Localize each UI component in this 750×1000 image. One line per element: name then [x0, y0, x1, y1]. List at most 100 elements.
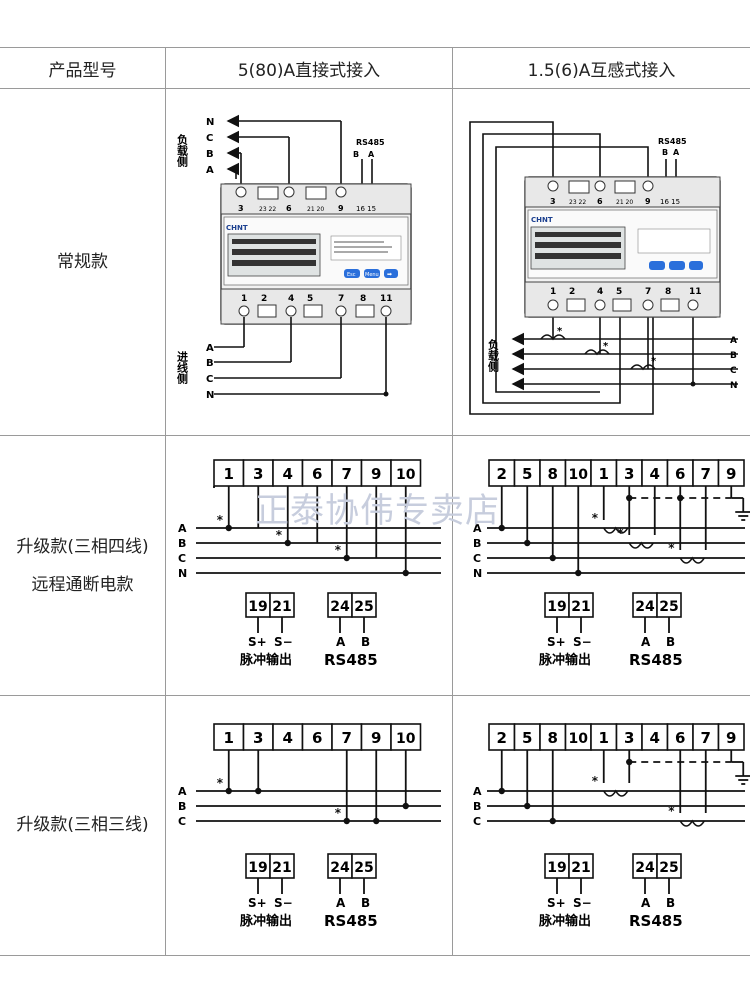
phase-n-in: N — [206, 390, 214, 401]
svg-text:5: 5 — [616, 287, 622, 297]
terminal-cell — [213, 459, 245, 487]
terminal-label: 9 — [371, 465, 381, 483]
rs485-terminal-label: 24 — [330, 599, 350, 615]
phase-b-in: B — [206, 358, 214, 369]
rs485-terminal-label: 24 — [635, 599, 655, 615]
rs485-a-label: A — [336, 635, 346, 649]
rs485-output-label: RS485 — [629, 912, 683, 930]
terminal-label: 8 — [548, 465, 558, 483]
rs485-output-label: RS485 — [324, 651, 378, 669]
meter-diagram-ct: * * * RS485 B A 3 23 22 6 21 20 9 16 15 … — [469, 121, 738, 415]
svg-text:A: A — [730, 336, 737, 346]
terminal-label: 7 — [701, 465, 711, 483]
pulse-s-plus: S+ — [547, 635, 566, 649]
terminal-label: 9 — [726, 729, 736, 747]
rs485-output-label: RS485 — [324, 912, 378, 930]
phase-label: A — [473, 522, 482, 535]
pulse-terminal-label: 19 — [248, 599, 267, 615]
phase-label: B — [178, 800, 186, 813]
phase-a-in: A — [206, 343, 214, 354]
phase-c-out: C — [206, 133, 213, 144]
pulse-s-minus: S− — [573, 896, 592, 910]
phase-label: N — [473, 567, 482, 580]
row3-bottom-border — [0, 955, 750, 956]
terminal-label: 7 — [342, 729, 352, 747]
svg-text:1: 1 — [550, 287, 556, 297]
phase-n-out: N — [206, 117, 214, 128]
terminal-cell — [539, 723, 567, 751]
svg-text:*: * — [592, 774, 599, 788]
phase-label: B — [473, 537, 481, 550]
pulse-terminal-label: 21 — [571, 860, 590, 876]
terminal-label: 1 — [224, 729, 234, 747]
rs485-a-label: A — [336, 896, 346, 910]
rs485-terminal — [327, 853, 353, 879]
pulse-terminal-label: 19 — [248, 860, 267, 876]
svg-text:*: * — [276, 528, 283, 542]
svg-text:*: * — [617, 526, 624, 540]
pulse-output-label: 脉冲输出 — [538, 913, 591, 929]
terminal-label: 2 — [497, 465, 507, 483]
esc-button-ct[interactable] — [649, 261, 665, 270]
terminal-label: 10 — [396, 731, 416, 747]
menu-button-ct[interactable] — [669, 261, 685, 270]
svg-text:Menu: Menu — [365, 272, 379, 278]
svg-text:21 20: 21 20 — [616, 199, 633, 206]
terminal-cell — [390, 459, 422, 487]
terminal-label: 3 — [253, 729, 263, 747]
svg-text:N: N — [730, 381, 738, 391]
svg-text:➡: ➡ — [387, 271, 392, 278]
svg-text:3: 3 — [550, 197, 556, 206]
terminal-cell — [513, 723, 541, 751]
terminal-label: 4 — [650, 465, 660, 483]
rs485-terminal-label: 24 — [635, 860, 655, 876]
phase-label: C — [178, 815, 186, 828]
terminal-label: 8 — [548, 729, 558, 747]
terminal-cell — [272, 723, 304, 751]
terminal-label: 7 — [342, 465, 352, 483]
terminal-cell — [331, 459, 363, 487]
bot-term-5: 5 — [307, 294, 313, 304]
brand-logo: CHNT — [226, 224, 248, 232]
top-term-23-22: 23 22 — [259, 206, 276, 213]
pulse-terminal-label: 19 — [547, 599, 566, 615]
phase-label: N — [178, 567, 187, 580]
pulse-terminal-label: 19 — [547, 860, 566, 876]
terminal-label: 6 — [312, 465, 322, 483]
terminal-label: 7 — [701, 729, 711, 747]
svg-text:B: B — [662, 148, 668, 157]
pulse-s-plus: S+ — [248, 635, 267, 649]
svg-text:4: 4 — [597, 287, 603, 297]
rs485-terminal-label: 25 — [659, 860, 678, 876]
terminal-label: 6 — [675, 729, 685, 747]
esc-button[interactable] — [344, 269, 360, 278]
svg-text:C: C — [730, 366, 737, 376]
terminal-cell — [488, 723, 516, 751]
svg-text:*: * — [592, 511, 599, 525]
pulse-terminal — [544, 592, 570, 618]
terminal-label: 10 — [569, 467, 589, 483]
pulse-terminal-label: 21 — [272, 860, 291, 876]
phase-label: A — [178, 785, 187, 798]
next-button[interactable] — [384, 269, 398, 278]
phase-label: C — [473, 552, 481, 565]
next-button-ct[interactable] — [689, 261, 703, 270]
rs485-label-top: RS485 — [356, 138, 385, 147]
phase-label: B — [473, 800, 481, 813]
phase-label: C — [473, 815, 481, 828]
col1-divider — [165, 47, 166, 956]
pulse-output-label: 脉冲输出 — [239, 913, 292, 929]
terminal-label: 1 — [224, 465, 234, 483]
terminal-label: 4 — [283, 465, 293, 483]
terminal-cell — [331, 723, 363, 751]
menu-button[interactable] — [364, 269, 380, 278]
phase-c-in: C — [206, 374, 213, 385]
phase-label: C — [178, 552, 186, 565]
rs485-b-label: B — [361, 635, 370, 649]
row-label-upgrade3: 升级款(三相三线) — [16, 815, 149, 835]
svg-text:*: * — [557, 326, 563, 337]
rs485-b-label: B — [666, 896, 675, 910]
terminal-label: 4 — [650, 729, 660, 747]
pulse-s-plus: S+ — [248, 896, 267, 910]
rs485-b-top: B — [353, 150, 359, 159]
